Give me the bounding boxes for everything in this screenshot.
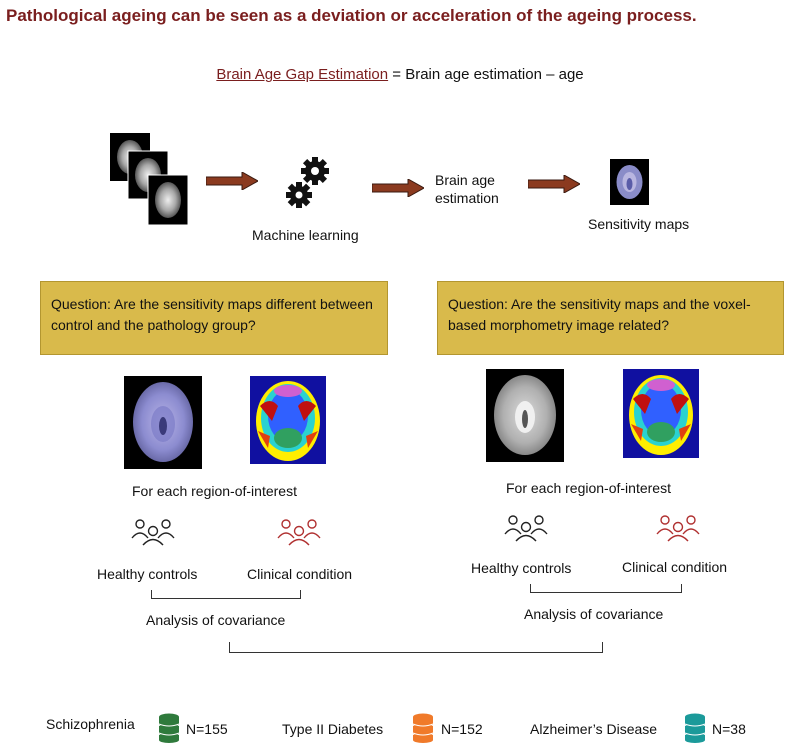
database-icon <box>158 713 180 743</box>
brain-age-label: Brain age <box>435 172 495 188</box>
bracket-left <box>151 590 301 599</box>
machine-learning-label: Machine learning <box>252 227 359 243</box>
people-icon <box>504 515 548 542</box>
sensitivity-map-thumb <box>610 159 649 205</box>
bracket-right <box>530 584 682 593</box>
arrow-icon <box>528 175 580 193</box>
sensitivity-map-image <box>124 376 202 469</box>
roi-label-right: For each region-of-interest <box>506 480 671 496</box>
mri-stack <box>110 133 190 228</box>
bracket-bottom <box>229 642 603 653</box>
formula-rest: = Brain age estimation – age <box>388 66 584 83</box>
clinical-condition-label-right: Clinical condition <box>622 559 728 575</box>
dataset-count-schizophrenia: N=155 <box>186 721 228 737</box>
arrow-icon <box>206 172 258 190</box>
dataset-name-alzheimers: Alzheimer’s Disease <box>530 721 658 737</box>
estimation-label: estimation <box>435 190 499 206</box>
people-icon <box>656 515 700 542</box>
atlas-image <box>250 376 326 464</box>
sensitivity-maps-label: Sensitivity maps <box>588 216 690 232</box>
gears-icon <box>286 157 329 208</box>
question-box-right: Question: Are the sensitivity maps and t… <box>437 281 784 355</box>
vbm-image <box>486 369 564 462</box>
people-icon <box>277 519 321 546</box>
dataset-name-diabetes: Type II Diabetes <box>282 721 384 737</box>
atlas-image <box>623 369 699 458</box>
bage-formula: Brain Age Gap Estimation = Brain age est… <box>0 66 800 83</box>
formula-term: Brain Age Gap Estimation <box>216 66 389 83</box>
database-icon <box>412 713 434 743</box>
analysis-label-right: Analysis of covariance <box>524 606 664 622</box>
dataset-count-diabetes: N=152 <box>441 721 483 737</box>
roi-label-left: For each region-of-interest <box>132 483 297 499</box>
people-icon <box>131 519 175 546</box>
question-box-left: Question: Are the sensitivity maps diffe… <box>40 281 388 355</box>
arrow-icon <box>372 179 424 197</box>
database-icon <box>684 713 706 743</box>
healthy-controls-label-right: Healthy controls <box>471 560 572 576</box>
dataset-name-schizophrenia: Schizophrenia <box>46 716 135 732</box>
healthy-controls-label-left: Healthy controls <box>97 566 198 582</box>
clinical-condition-label-left: Clinical condition <box>247 566 353 582</box>
analysis-label-left: Analysis of covariance <box>146 612 286 628</box>
dataset-count-alzheimers: N=38 <box>712 721 746 737</box>
mri-stack-image <box>110 133 189 226</box>
page-title: Pathological ageing can be seen as a dev… <box>6 6 697 25</box>
